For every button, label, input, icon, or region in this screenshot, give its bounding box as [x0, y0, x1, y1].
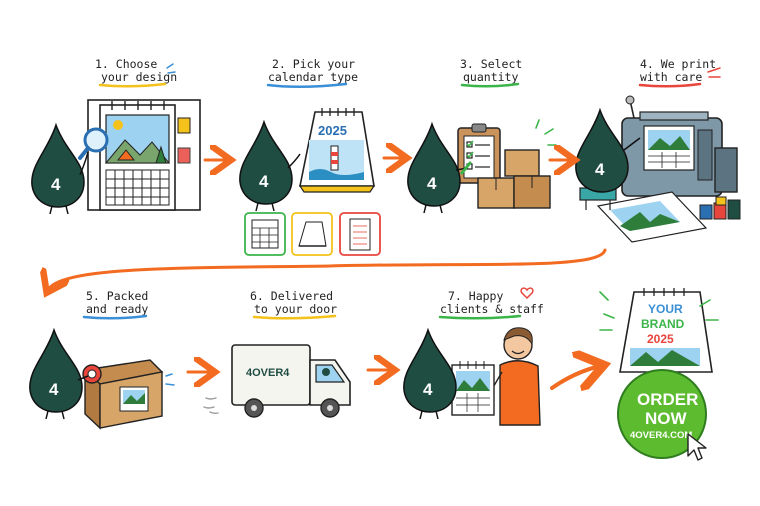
mascot-step-5: 4 — [29, 327, 89, 420]
step-4-label: 4. We print with care — [638, 57, 721, 88]
svg-text:5. Packed: 5. Packed — [86, 289, 148, 303]
step-6-label: 6. Delivered to your door — [250, 289, 337, 320]
step-1-label: 1. Choose your design — [95, 57, 177, 88]
svg-text:1. Choose: 1. Choose — [95, 57, 157, 71]
svg-text:4. We print: 4. We print — [640, 57, 716, 71]
svg-text:4: 4 — [595, 160, 605, 179]
flow-arrow — [203, 158, 572, 160]
printer-icon — [579, 95, 741, 243]
heart-icon — [520, 287, 534, 300]
step-1-design-board — [87, 99, 201, 211]
step-7-calendar — [451, 361, 495, 416]
step-2-desk-calendar: 2025 — [298, 108, 376, 193]
svg-text:quantity: quantity — [463, 70, 518, 84]
svg-text:your design: your design — [101, 70, 177, 84]
svg-text:4: 4 — [427, 174, 437, 193]
mascot-step-1: 4 — [31, 122, 89, 215]
box-icon — [83, 359, 175, 430]
svg-text:4: 4 — [51, 175, 61, 194]
flow-arrow — [186, 366, 600, 388]
svg-text:BRAND: BRAND — [641, 317, 685, 331]
svg-text:4: 4 — [423, 380, 433, 399]
step-7-label: 7. Happy clients & staff — [438, 287, 544, 320]
flow-arrow-connector — [48, 248, 607, 290]
calendar-type-poster-option[interactable] — [339, 212, 381, 256]
svg-text:6. Delivered: 6. Delivered — [250, 289, 333, 303]
svg-text:2025: 2025 — [318, 123, 347, 138]
step-2-label: 2. Pick your calendar type — [266, 57, 358, 89]
mascot-step-7: 4 — [403, 327, 457, 420]
truck-icon: 4OVER4 — [203, 344, 351, 418]
clipboard-icon — [457, 123, 501, 184]
calendar-type-desk-option[interactable] — [291, 212, 333, 256]
cursor-icon — [687, 433, 707, 461]
svg-text:4OVER4: 4OVER4 — [246, 367, 290, 379]
promo-calendar: YOUR BRAND 2025 — [599, 288, 719, 373]
svg-text:4OVER4.COM: 4OVER4.COM — [630, 430, 692, 441]
svg-text:and ready: and ready — [86, 302, 148, 316]
order-now-button[interactable]: ORDER NOW 4OVER4.COM — [617, 369, 707, 459]
svg-text:ORDER: ORDER — [637, 390, 698, 409]
svg-text:3. Select: 3. Select — [460, 57, 522, 71]
svg-text:to your door: to your door — [254, 302, 337, 316]
box-icon — [477, 119, 557, 209]
svg-text:calendar type: calendar type — [268, 70, 358, 84]
svg-text:with care: with care — [640, 70, 702, 84]
svg-text:NOW: NOW — [645, 409, 688, 428]
step-3-label: 3. Select quantity — [460, 57, 522, 88]
svg-text:2025: 2025 — [647, 332, 674, 346]
tape-icon — [82, 364, 102, 384]
step-5-label: 5. Packed and ready — [82, 289, 148, 320]
svg-text:4: 4 — [49, 380, 59, 399]
mascot-step-2: 4 — [239, 119, 301, 212]
step-7-client — [487, 327, 541, 426]
magnifier-icon — [78, 127, 109, 160]
svg-text:2. Pick your: 2. Pick your — [272, 57, 355, 71]
calendar-type-wall-option[interactable] — [244, 212, 286, 256]
svg-text:7. Happy: 7. Happy — [448, 289, 503, 303]
svg-text:4: 4 — [259, 172, 269, 191]
svg-text:clients & staff: clients & staff — [440, 302, 544, 316]
svg-text:YOUR: YOUR — [648, 302, 683, 316]
